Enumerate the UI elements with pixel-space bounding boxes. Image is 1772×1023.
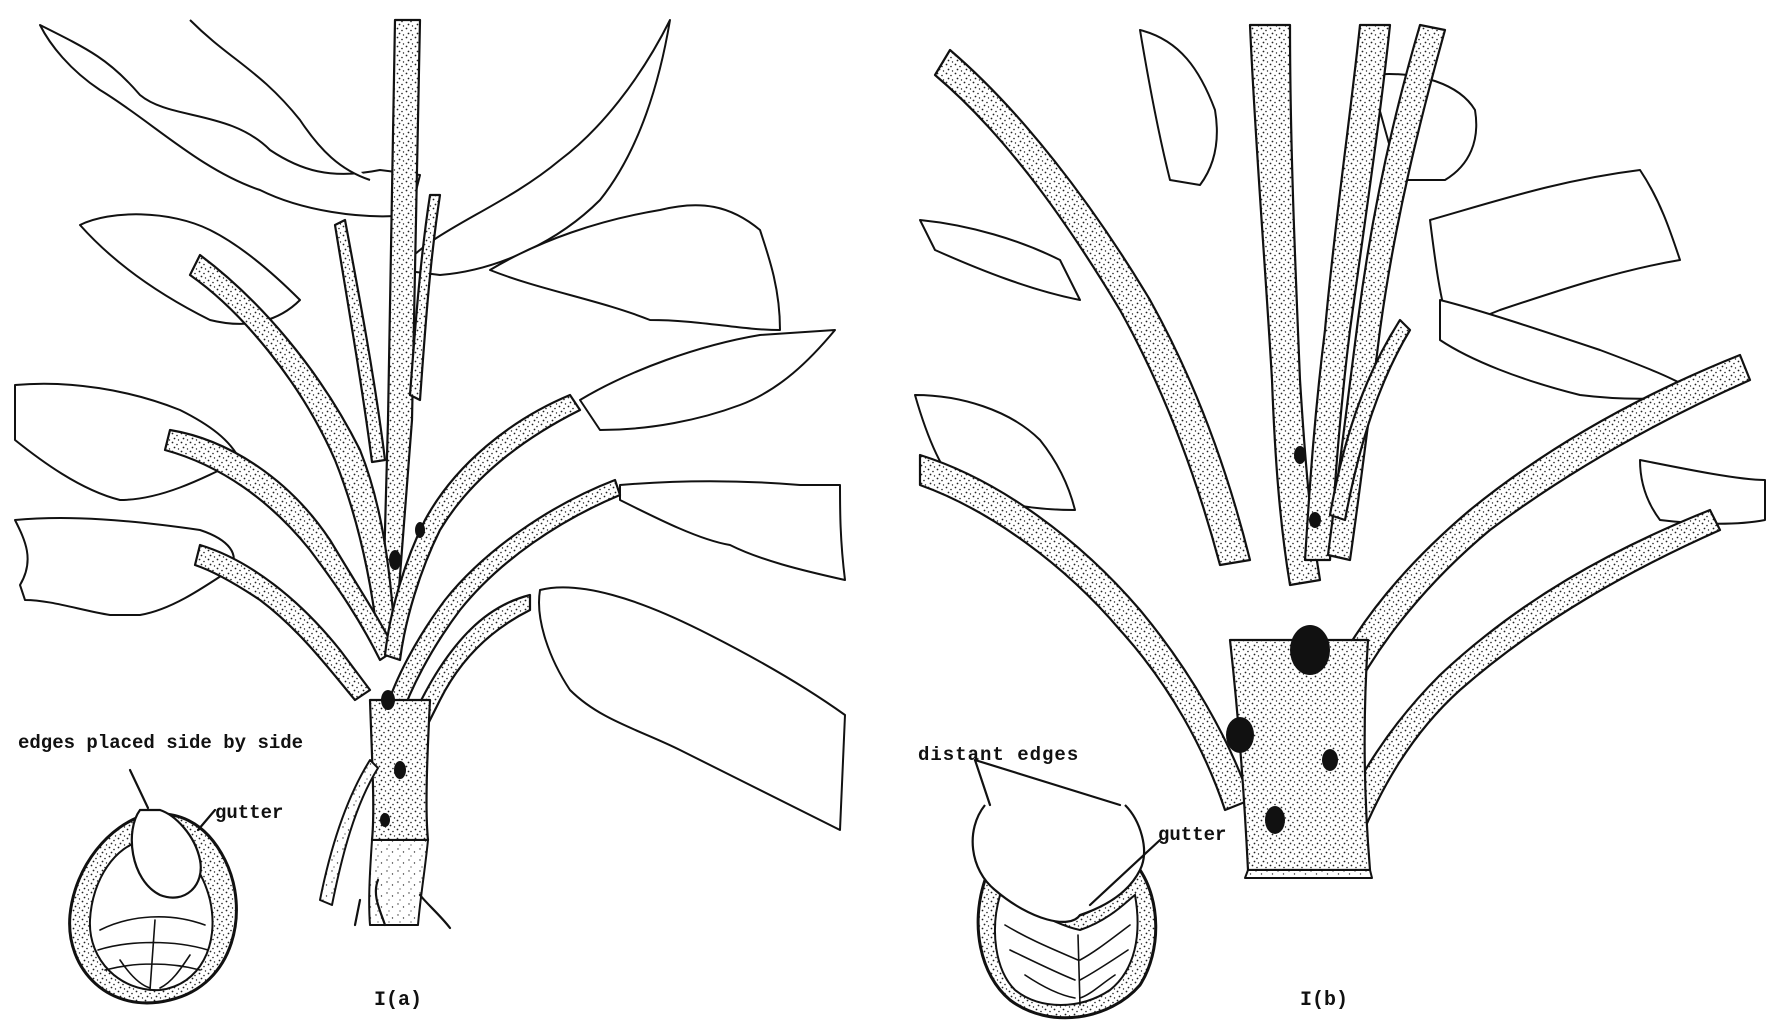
blot	[394, 761, 406, 779]
blot	[1265, 806, 1285, 834]
leaf-blade	[1140, 30, 1217, 185]
blot	[1322, 749, 1338, 771]
leaf-blade	[80, 214, 300, 324]
edges-pointer-line	[975, 760, 1120, 805]
blot	[1309, 512, 1321, 528]
leaf-blade	[1430, 170, 1680, 330]
section-a-edges-label: edges placed side by side	[18, 732, 303, 754]
section-b-gutter-label: gutter	[1158, 824, 1226, 846]
leaf-blade	[620, 481, 845, 580]
leaf-blade	[580, 330, 835, 430]
petiole	[1335, 510, 1720, 840]
panel-b-caption: I(b)	[1300, 989, 1348, 1012]
blot	[1294, 446, 1306, 464]
pseudostem	[1230, 640, 1370, 870]
cross-section-a	[70, 770, 237, 1003]
section-b-edges-label: distant edges	[918, 744, 1079, 766]
blot	[380, 813, 390, 827]
blot	[415, 522, 425, 538]
panel-a-caption: I(a)	[374, 989, 422, 1012]
pseudostem-base	[1245, 870, 1372, 878]
gutter-pointer-line	[198, 810, 215, 830]
leaf-blade	[920, 220, 1080, 300]
blot	[381, 690, 395, 710]
cross-section-b	[973, 760, 1160, 1018]
section-a-gutter-label: gutter	[215, 802, 283, 824]
edges-pointer-line	[130, 770, 148, 808]
blot	[389, 550, 401, 570]
blot	[1226, 717, 1254, 753]
edges-pointer-line	[975, 760, 990, 805]
blot	[1290, 625, 1330, 675]
leaf-blade	[539, 587, 845, 830]
leaf-blade	[1440, 300, 1700, 399]
